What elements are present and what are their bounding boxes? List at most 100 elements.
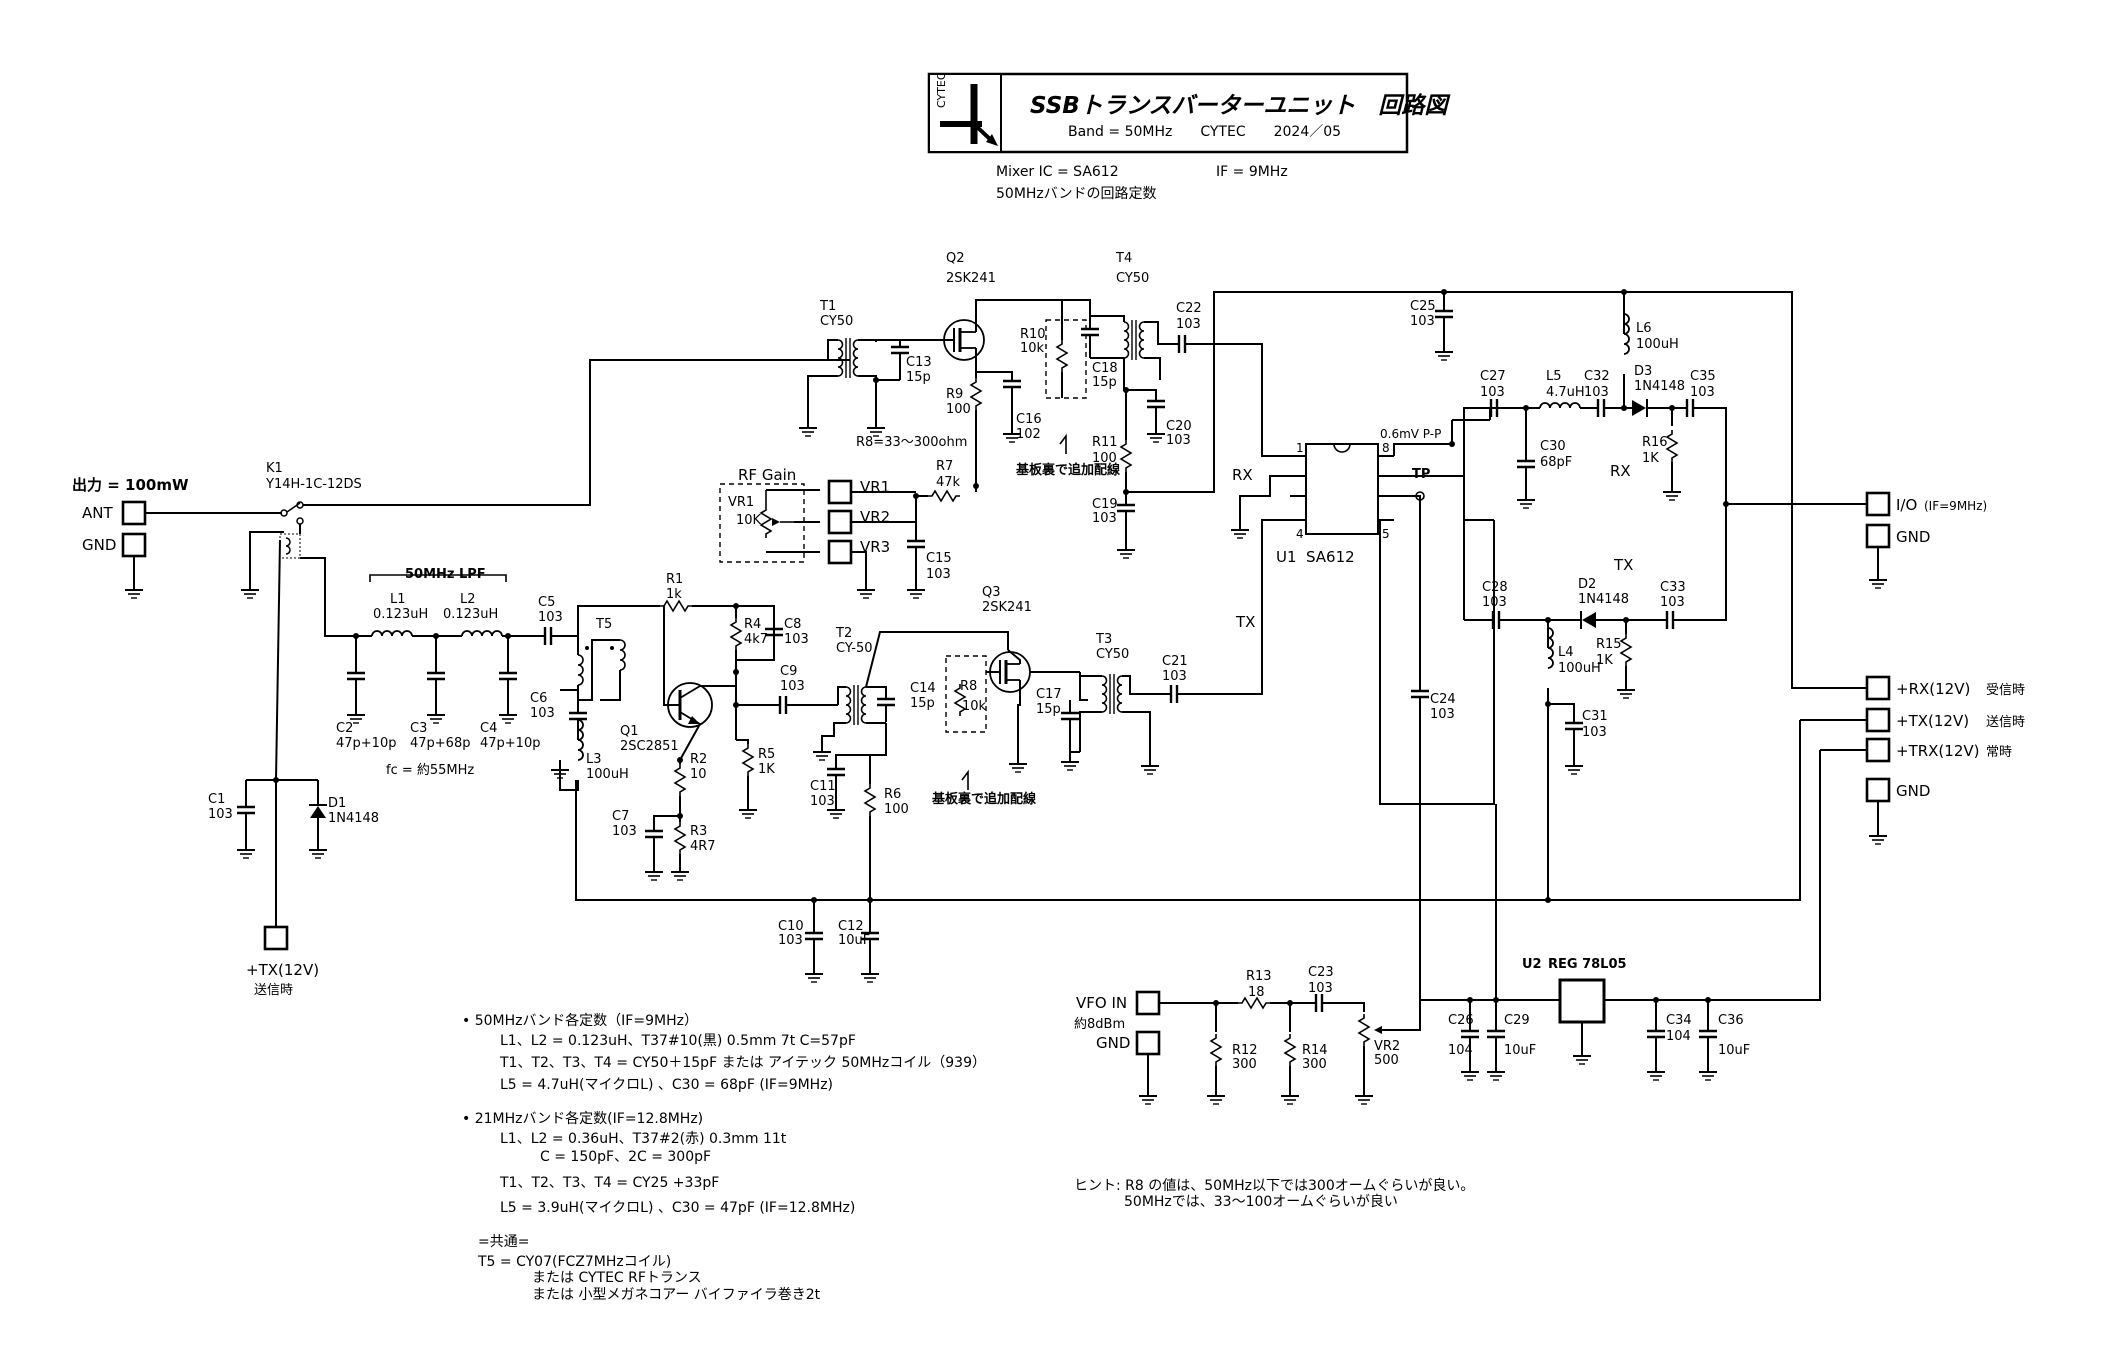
c21-label: C21 <box>1162 654 1188 669</box>
ant-terminal[interactable] <box>121 500 147 526</box>
c24-label: C24 <box>1430 692 1456 707</box>
t2v-label: CY-50 <box>836 641 872 656</box>
u1-part-label: SA612 <box>1306 548 1355 566</box>
c3-label: C3 <box>410 721 427 736</box>
vr2v-label: 500 <box>1374 1053 1399 1068</box>
u1-label: U1 <box>1276 548 1297 566</box>
l1v-label: 0.123uH <box>373 607 428 622</box>
trx12-terminal[interactable] <box>1865 737 1891 763</box>
vfo-gnd-terminal[interactable] <box>1135 1030 1161 1056</box>
r9v-label: 100 <box>946 402 971 417</box>
c9v-label: 103 <box>780 679 805 694</box>
c31-label: C31 <box>1582 709 1608 724</box>
gnd-right2-label: GND <box>1896 782 1930 800</box>
rx12-terminal[interactable] <box>1865 675 1891 701</box>
vr1-terminal[interactable] <box>827 479 853 505</box>
inductor-l1 <box>371 630 413 637</box>
k1-part-label: Y14H-1C-12DS <box>265 477 362 492</box>
r7-label: R7 <box>936 459 953 474</box>
vfo-in-terminal[interactable] <box>1135 990 1161 1016</box>
if-label: IF = 9MHz <box>1216 164 1288 180</box>
common-head-label: =共通= <box>478 1234 529 1250</box>
gnd-terminal-io[interactable] <box>1865 523 1891 549</box>
c26-label: C26 <box>1448 1013 1474 1028</box>
diode-d3 <box>1632 399 1648 417</box>
title-block: CYTEC SSBトランスバーターユニット 回路図 Band = 50MHz C… <box>927 72 1451 154</box>
const-note: 50MHzバンドの回路定数 <box>996 186 1156 202</box>
transformer-t2 <box>845 684 867 726</box>
r4v-label: 4k7 <box>744 632 768 647</box>
logo-text: CYTEC <box>935 72 948 108</box>
r10-dashed-box <box>1045 319 1087 399</box>
t3v-label: CY50 <box>1096 647 1129 662</box>
c27-label: C27 <box>1480 369 1506 384</box>
gnd-terminal-right[interactable] <box>1865 777 1891 803</box>
r5v-label: 1K <box>758 762 775 777</box>
q2v-label: 2SK241 <box>946 271 996 286</box>
c14v-label: 15p <box>910 696 935 711</box>
backside-note-1: 基板裏で追加配線 <box>1015 462 1121 478</box>
tx12-terminal[interactable] <box>1865 707 1891 733</box>
gnd-label-left: GND <box>82 536 116 554</box>
r6-label: R6 <box>884 787 901 802</box>
d3-label: D3 <box>1634 364 1652 379</box>
pin4-label: 4 <box>1296 527 1304 541</box>
c29v-label: 10uF <box>1504 1043 1536 1058</box>
sa612-ic <box>1290 443 1394 535</box>
c33-label: C33 <box>1660 580 1686 595</box>
rx-right-label: RX <box>1610 462 1631 480</box>
cytec-logo: CYTEC <box>935 72 998 146</box>
n21-4-label: L5 = 3.9uH(マイクロL) 、C30 = 47pF (IF=12.8MH… <box>500 1200 855 1216</box>
gnd-terminal-left[interactable] <box>121 532 147 558</box>
n50-2-label: T1、T2、T3、T4 = CY50＋15pF または アイテック 50MHzコ… <box>499 1055 986 1071</box>
r11-label: R11 <box>1092 435 1118 450</box>
c28v-label: 103 <box>1482 595 1507 610</box>
c15-label: C15 <box>926 551 952 566</box>
l5-label: L5 <box>1546 369 1562 384</box>
l3v-label: 100uH <box>586 767 629 782</box>
pin1-label: 1 <box>1296 441 1304 455</box>
hint-2-label: 50MHzでは、33～100オームぐらいが良い <box>1124 1194 1398 1210</box>
q1-label: Q1 <box>620 724 639 739</box>
r1-label: R1 <box>666 572 683 587</box>
l3-label: L3 <box>586 752 602 767</box>
notes-block: • 50MHzバンド各定数（IF=9MHz） L1、L2 = 0.123uH、T… <box>462 1013 1474 1303</box>
c10v-label: 103 <box>778 933 803 948</box>
n21-2-label: C = 150pF、2C = 300pF <box>540 1149 711 1165</box>
u2-part-label: REG 78L05 <box>1548 957 1627 972</box>
tx12-label: +TX(12V) <box>1896 712 1969 730</box>
io-note-label: (IF=9MHz) <box>1924 499 1987 513</box>
q3-label: Q3 <box>982 585 1001 600</box>
c2-label: C2 <box>336 721 353 736</box>
vfo-level-label: 約8dBm <box>1074 1017 1125 1032</box>
c32-label: C32 <box>1584 369 1610 384</box>
d2-label: D2 <box>1578 577 1596 592</box>
c19v-label: 103 <box>1092 511 1117 526</box>
d1-label: D1 <box>328 796 346 811</box>
diode-d2 <box>1580 611 1596 629</box>
r13v-label: 18 <box>1248 985 1265 1000</box>
tx-left-label: TX <box>1235 613 1255 631</box>
io-terminal[interactable] <box>1865 491 1891 517</box>
r12-label: R12 <box>1232 1043 1258 1058</box>
q2-label: Q2 <box>946 251 965 266</box>
vr1v-label: 10K <box>736 513 762 528</box>
c5v-label: 103 <box>538 610 563 625</box>
l2v-label: 0.123uH <box>443 607 498 622</box>
tx-supply-terminal[interactable] <box>263 925 289 951</box>
r8-dashed-box <box>945 655 987 733</box>
r8-range-note: R8=33～300ohm <box>856 435 967 450</box>
c34-label: C34 <box>1666 1013 1692 1028</box>
c18v-label: 15p <box>1092 375 1117 390</box>
vr2-terminal-left[interactable] <box>827 509 853 535</box>
d1v-label: 1N4148 <box>328 811 379 826</box>
c6-label: C6 <box>530 691 547 706</box>
r8v-label: 10k <box>962 699 987 714</box>
vfo-in-label: VFO IN <box>1076 994 1127 1012</box>
vr3-terminal[interactable] <box>827 539 853 565</box>
t4v-label: CY50 <box>1116 271 1149 286</box>
c17v-label: 15p <box>1036 702 1061 717</box>
c13v-label: 15p <box>906 370 931 385</box>
vr2-label: VR2 <box>860 508 890 526</box>
